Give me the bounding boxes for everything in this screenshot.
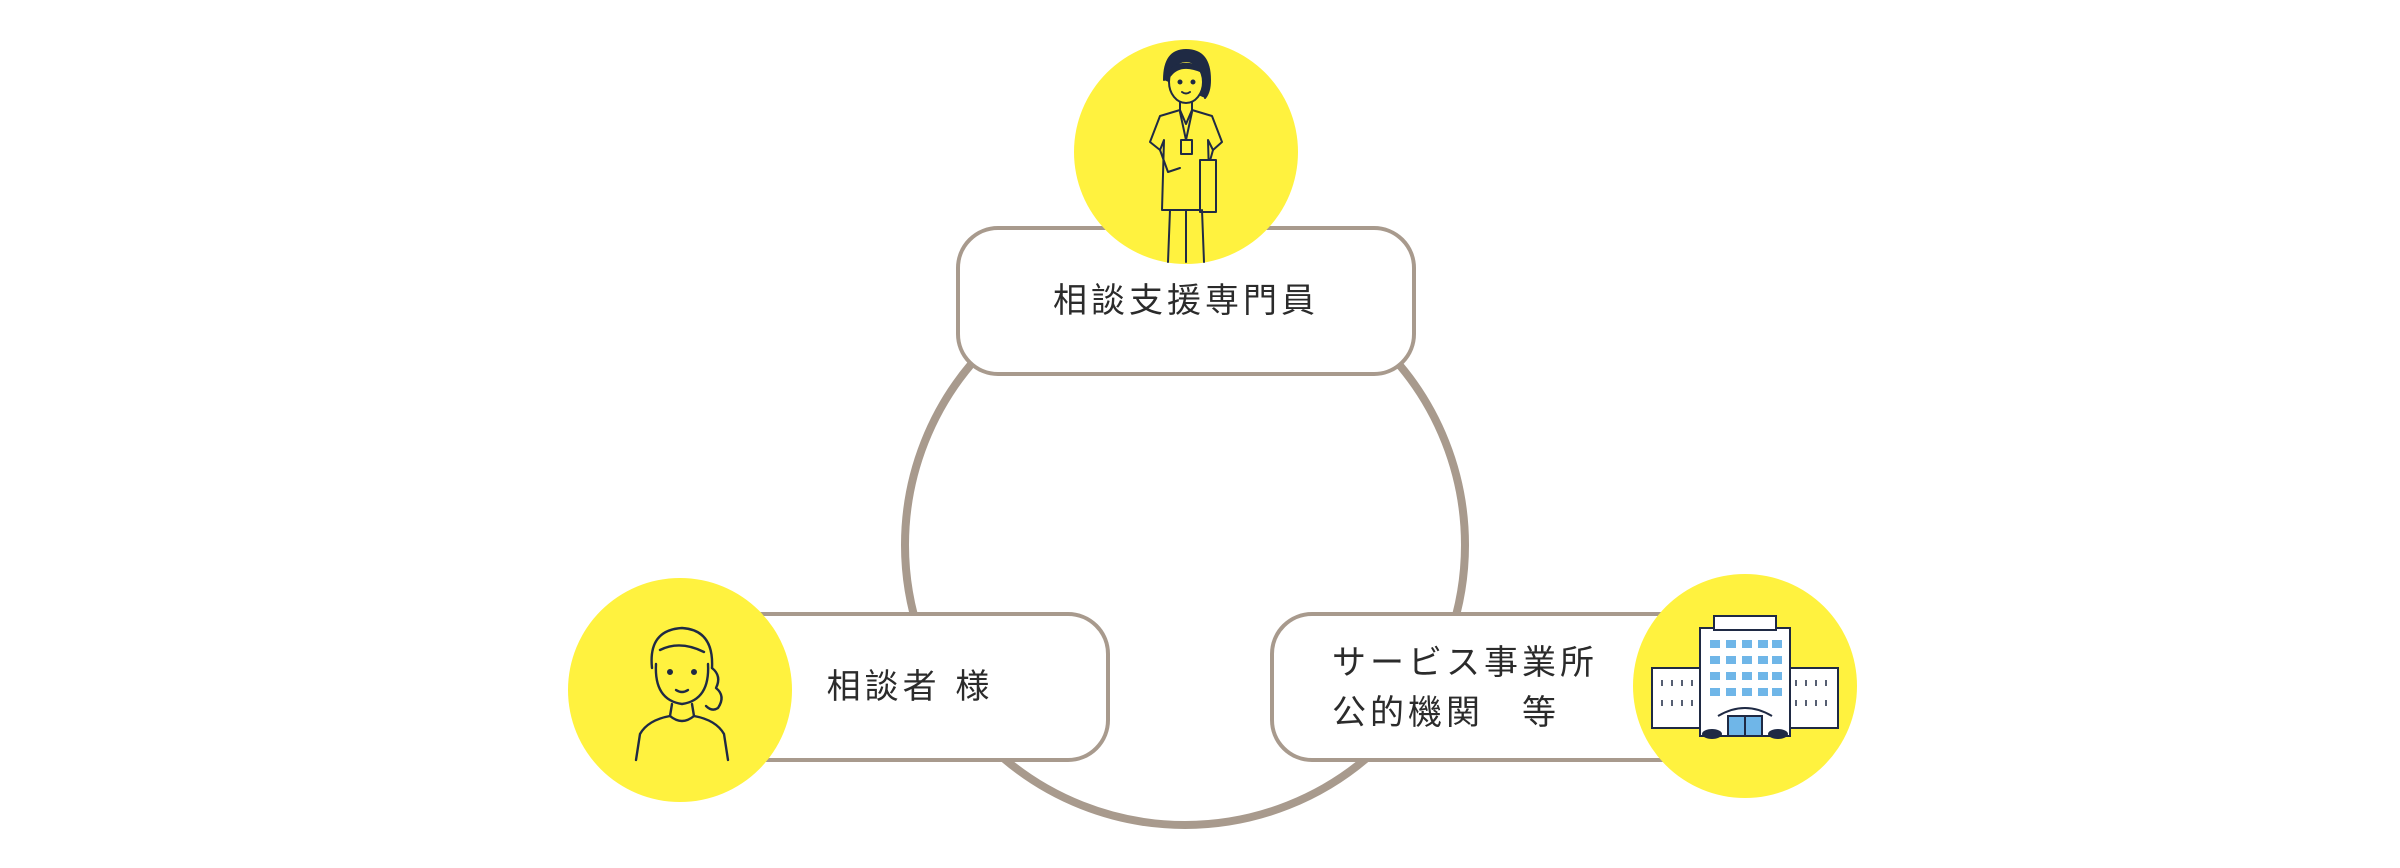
client-label: 相談者 様 xyxy=(827,667,994,707)
node-specialist: 相談支援専門員 xyxy=(956,40,1416,376)
office-building-icon xyxy=(1651,615,1839,739)
node-client: 相談者 様 xyxy=(568,578,1110,802)
services-label-line2: 公的機関 等 xyxy=(1332,693,1560,733)
services-label-line1: サービス事業所 xyxy=(1332,643,1598,683)
staff-person-icon xyxy=(1149,49,1223,263)
specialist-label: 相談支援専門員 xyxy=(1053,281,1319,321)
woman-portrait-icon xyxy=(634,626,730,762)
node-services: サービス事業所 公的機関 等 xyxy=(1270,574,1857,798)
client-avatar-circle xyxy=(568,578,792,802)
